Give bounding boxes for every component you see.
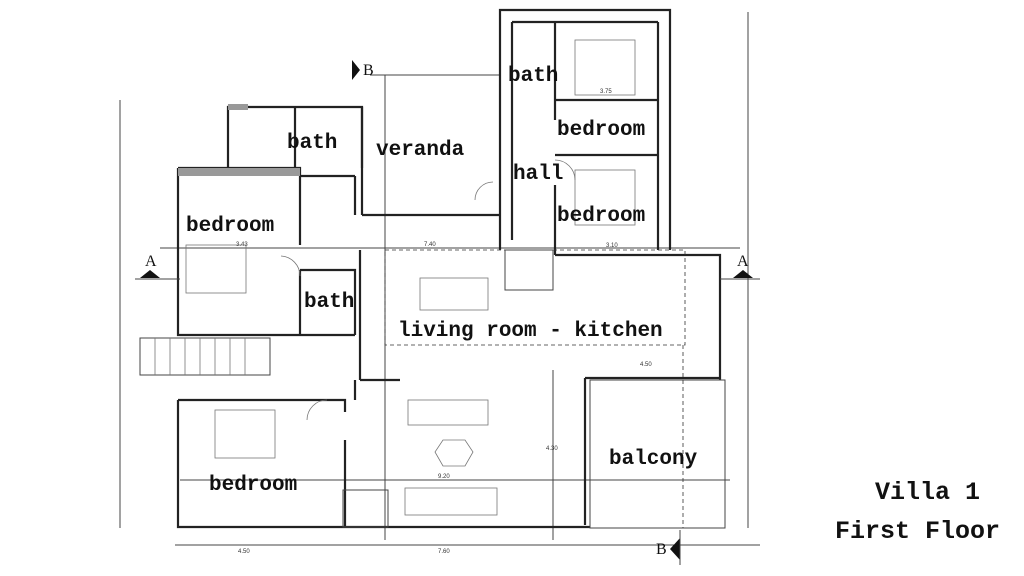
dimension-label: 7.60	[438, 549, 450, 555]
room-label-balcony: balcony	[609, 448, 698, 471]
dimension-label: 4.50	[640, 362, 652, 368]
room-label-bath: bath	[304, 291, 354, 314]
section-label: A	[145, 253, 157, 270]
furniture	[185, 39, 636, 516]
room-label-living-room-kitchen: living room - kitchen	[398, 320, 663, 343]
section-marker-a-left	[135, 270, 180, 280]
plan-subtitle: First Floor	[835, 517, 1000, 546]
room-label-bath: bath	[508, 65, 558, 88]
bed	[574, 39, 636, 96]
section-marker-b-bottom	[670, 530, 681, 565]
room-label-bedroom: bedroom	[209, 474, 297, 497]
sofa	[404, 487, 498, 516]
walls	[139, 8, 726, 529]
dimension-label: 3.10	[606, 243, 618, 249]
room-label-hall: hall	[513, 163, 563, 186]
section-label: B	[363, 62, 374, 79]
door-swing	[474, 181, 494, 201]
coffee-table	[434, 439, 474, 467]
section-label: A	[737, 253, 749, 270]
bed	[214, 409, 276, 459]
dimension-lines	[119, 12, 760, 546]
dimension-label: 3.75	[600, 89, 612, 95]
door-swing	[306, 399, 328, 421]
door-swing	[280, 255, 301, 277]
room-label-bedroom: bedroom	[186, 215, 274, 238]
room-label-bath: bath	[287, 132, 337, 155]
dimension-label: 7.40	[424, 242, 436, 248]
room-label-bedroom: bedroom	[557, 205, 645, 228]
bed	[185, 244, 247, 294]
plan-title: Villa 1	[875, 478, 980, 507]
door-swing	[554, 159, 576, 181]
bed	[574, 169, 636, 226]
dining-table	[419, 277, 489, 311]
section-marker-a-right	[720, 270, 760, 280]
room-label-bedroom: bedroom	[557, 119, 645, 142]
dimension-label: 4.30	[546, 446, 558, 452]
section-label: B	[656, 541, 667, 558]
dimension-label: 9.20	[438, 474, 450, 480]
dimension-label: 4.50	[238, 549, 250, 555]
room-label-veranda: veranda	[376, 139, 465, 162]
section-marker-b-top	[352, 60, 360, 80]
sofa	[407, 399, 489, 426]
